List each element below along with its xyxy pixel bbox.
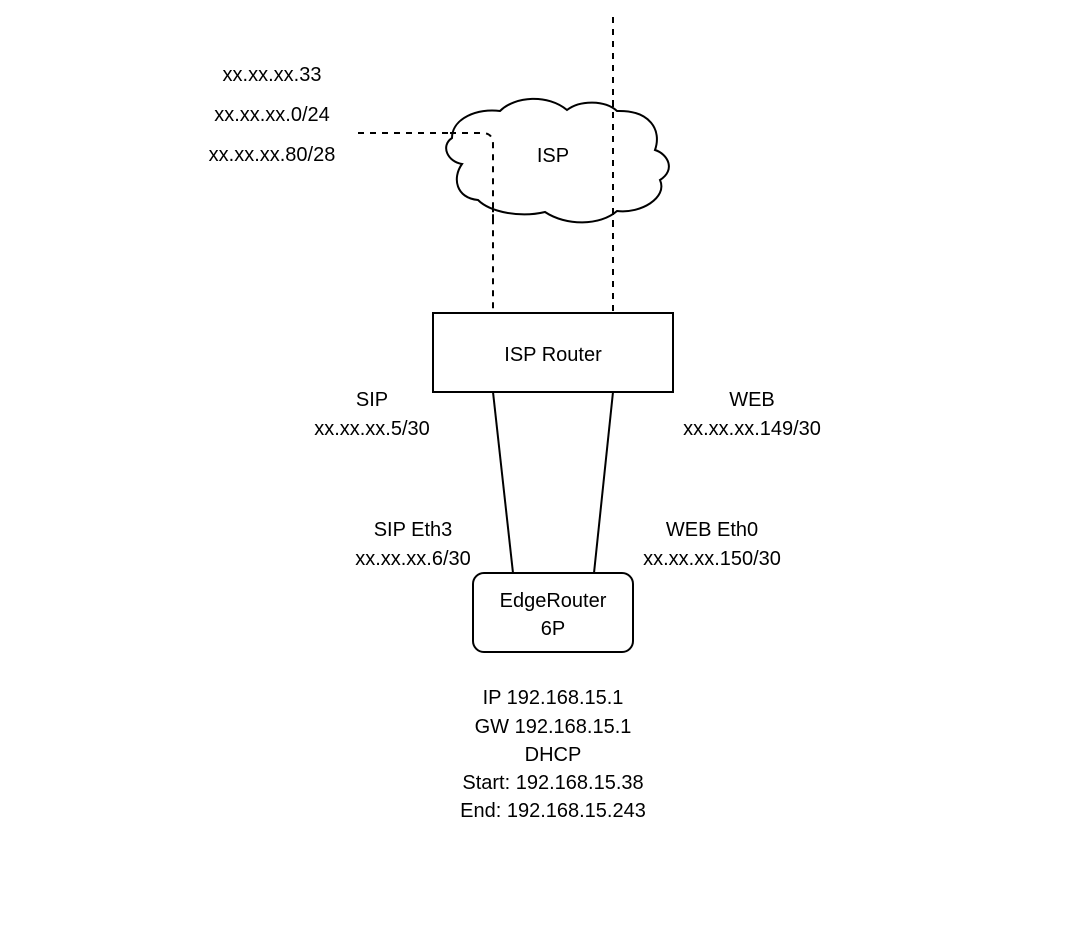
dashed-link-in-cloud-left [450,132,494,220]
sip-edge-address: xx.xx.xx.6/30 [355,548,471,570]
lan-dhcp-end: End: 192.168.15.243 [460,800,646,822]
lan-info: IP 192.168.15.1 GW 192.168.15.1 DHCP Sta… [460,687,646,822]
isp-router-box [432,312,674,393]
lan-gateway: GW 192.168.15.1 [475,716,632,738]
edge-router-label-line1: EdgeRouter [500,590,607,612]
isp-cloud: ISP [445,97,670,224]
sip-edge-name: SIP Eth3 [374,519,453,541]
sip-link [492,391,514,574]
isp-network-3: xx.xx.xx.80/28 [209,144,336,166]
isp-router-label: ISP Router [504,344,602,366]
lan-dhcp-start: Start: 192.168.15.38 [462,772,643,794]
web-edge-address: xx.xx.xx.150/30 [643,548,781,570]
lan-dhcp-heading: DHCP [525,744,582,766]
web-isp-name: WEB [729,389,775,411]
isp-network-1: xx.xx.xx.33 [223,64,322,86]
web-isp-address: xx.xx.xx.149/30 [683,418,821,440]
web-link [593,391,614,574]
isp-network-2: xx.xx.xx.0/24 [214,104,330,126]
edge-router-label-line2: 6P [541,618,565,640]
lan-ip: IP 192.168.15.1 [483,687,624,709]
isp-router: ISP Router [432,312,674,393]
edge-router: EdgeRouter 6P [472,572,634,653]
sip-isp-address: xx.xx.xx.5/30 [314,418,430,440]
edge-router-box [472,572,634,653]
web-edge-name: WEB Eth0 [666,519,758,541]
sip-isp-name: SIP [356,389,388,411]
isp-cloud-label: ISP [537,145,569,167]
